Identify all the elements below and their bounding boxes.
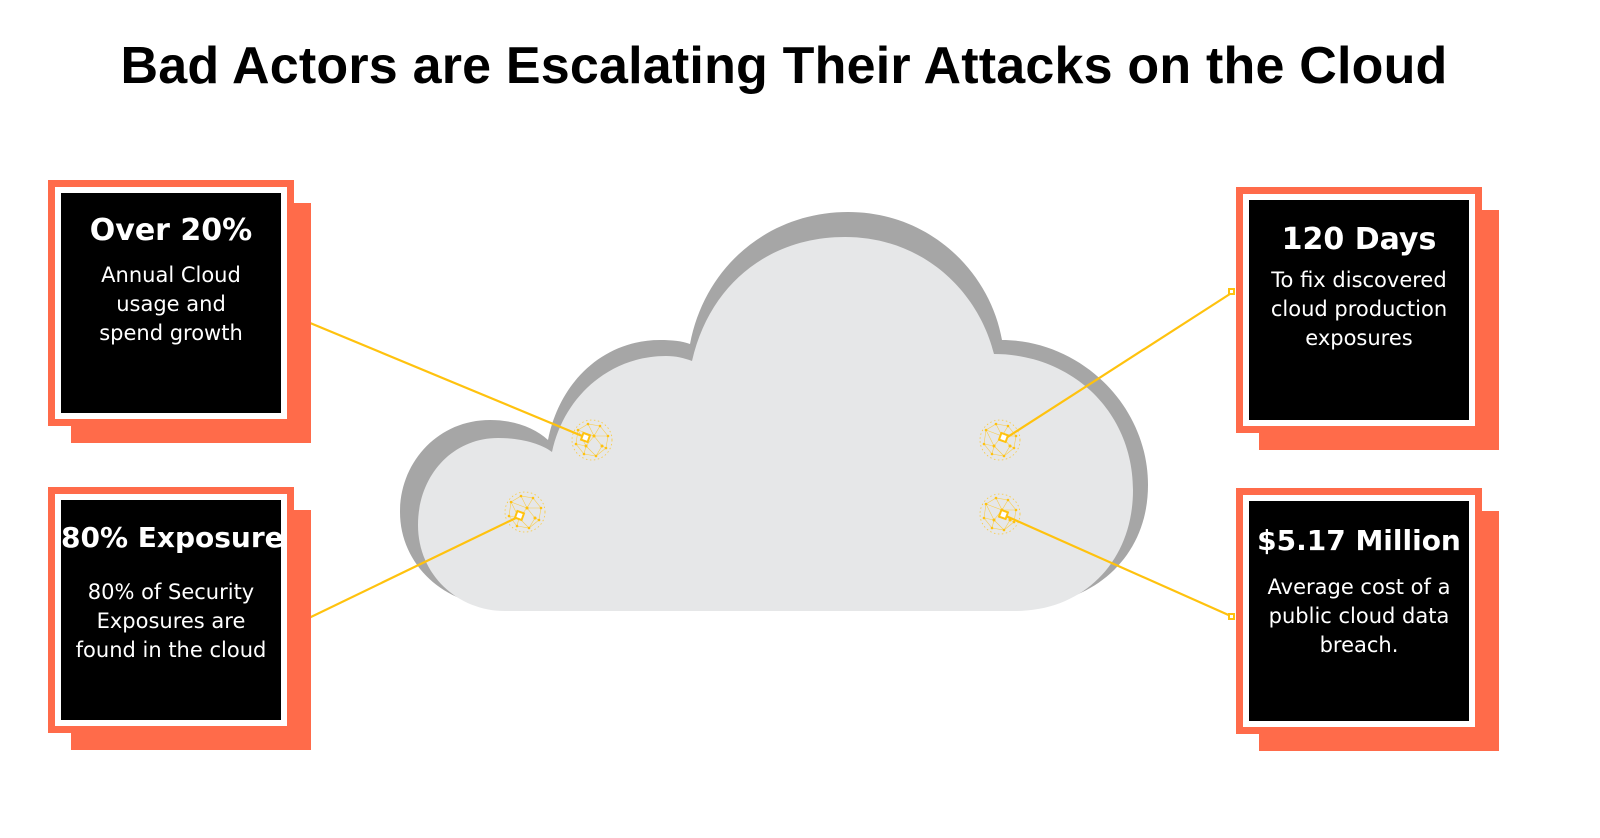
connector-anchor-icon: [997, 431, 1010, 444]
card-headline: 120 Days: [1281, 222, 1437, 257]
stat-card-top-left: Over 20% Annual Cloud usage and spend gr…: [48, 180, 311, 443]
card-body: 120 Days To fix discovered cloud product…: [1249, 200, 1469, 420]
card-headline: Over 20%: [89, 213, 253, 248]
card-headline: $5.17 Million: [1257, 524, 1461, 557]
card-description: To fix discovered cloud production expos…: [1270, 268, 1448, 350]
card-body: 80% Exposure 80% of Security Exposures a…: [61, 500, 284, 720]
connector-endpoint-icon: [1228, 613, 1235, 620]
card-body: $5.17 Million Average cost of a public c…: [1249, 501, 1469, 721]
page-title: Bad Actors are Escalating Their Attacks …: [120, 37, 1448, 95]
card-headline: 80% Exposure: [61, 521, 284, 554]
connector-lines: [283, 291, 1234, 631]
connector-anchor-icon: [997, 508, 1010, 521]
connector-anchor-icon: [513, 509, 526, 522]
stat-card-bottom-left: 80% Exposure 80% of Security Exposures a…: [48, 487, 311, 750]
card-description: Average cost of a public cloud data brea…: [1267, 575, 1451, 657]
card-description: Annual Cloud usage and spend growth: [99, 263, 243, 345]
stat-card-top-right: 120 Days To fix discovered cloud product…: [1236, 187, 1499, 450]
connector-anchor-icon: [579, 431, 592, 444]
connector-endpoint-icon: [1228, 288, 1235, 295]
cloud-icon: [418, 237, 1133, 611]
card-body: Over 20% Annual Cloud usage and spend gr…: [61, 193, 281, 413]
stat-card-bottom-right: $5.17 Million Average cost of a public c…: [1236, 488, 1499, 751]
card-description: 80% of Security Exposures are found in t…: [75, 580, 267, 662]
